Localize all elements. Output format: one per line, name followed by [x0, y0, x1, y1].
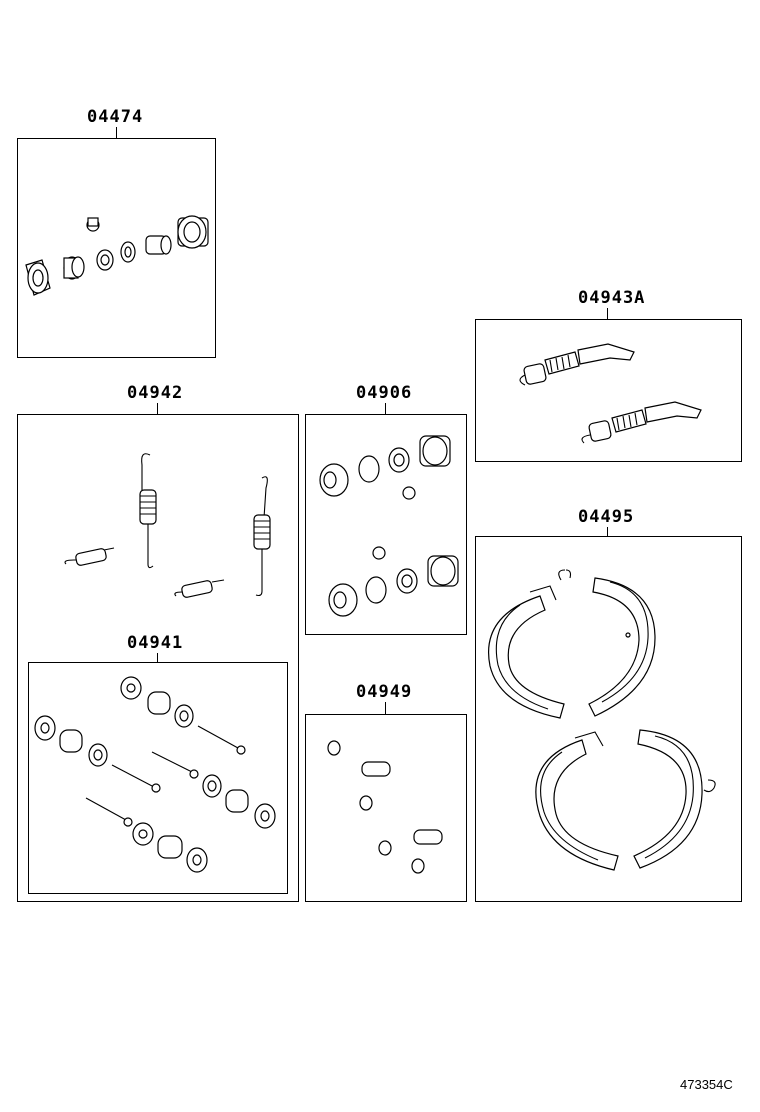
- leader-04474: [116, 127, 117, 138]
- hold-down-cup-icon: [120, 676, 246, 755]
- part-label-04943A[interactable]: 04943A: [578, 288, 646, 308]
- shoe-adjuster-icon: [581, 401, 702, 444]
- return-spring-icon: [253, 476, 271, 597]
- wheel-cylinder-cup-icon: [25, 259, 51, 296]
- wheel-cylinder-body-icon: [177, 215, 209, 249]
- part-label-04906[interactable]: 04906: [356, 383, 413, 403]
- wheel-cylinder-boot-icon: [145, 235, 172, 255]
- part-label-04942[interactable]: 04942: [127, 383, 184, 403]
- leader-04942: [157, 403, 158, 414]
- return-spring-icon: [139, 453, 157, 569]
- bleeder-plug-icon: [327, 740, 443, 874]
- kit-box-04474[interactable]: [17, 138, 216, 358]
- hold-down-cup-icon: [132, 822, 208, 873]
- cylinder-cup-icon: [328, 546, 459, 617]
- brake-shoe-icon: [633, 729, 716, 869]
- kit-box-04941[interactable]: [28, 662, 288, 894]
- leader-04941: [157, 653, 158, 662]
- wheel-cylinder-seal-icon: [96, 241, 136, 271]
- leader-04949: [385, 702, 386, 714]
- kit-box-04943A[interactable]: [475, 319, 742, 462]
- tension-spring-icon: [174, 579, 225, 598]
- cylinder-cup-icon: [319, 435, 451, 500]
- leader-04906: [385, 403, 386, 414]
- brake-shoe-icon: [588, 577, 656, 717]
- brake-shoe-icon: [535, 731, 619, 871]
- bleeder-cap-icon: [86, 217, 100, 232]
- kit-box-04495[interactable]: [475, 536, 742, 902]
- hold-down-spring-icon: [34, 715, 199, 793]
- brake-shoe-icon: [488, 569, 572, 719]
- kit-box-04906[interactable]: [305, 414, 467, 635]
- tension-spring-icon: [64, 547, 115, 566]
- part-label-04941[interactable]: 04941: [127, 633, 184, 653]
- hold-down-pin-icon: [85, 774, 276, 829]
- shoe-adjuster-icon: [519, 343, 635, 386]
- part-label-04495[interactable]: 04495: [578, 507, 635, 527]
- wheel-cylinder-piston-icon: [63, 256, 85, 280]
- kit-box-04942[interactable]: [17, 414, 299, 902]
- diagram-id: 473354C: [680, 1077, 733, 1092]
- leader-04943A: [607, 308, 608, 319]
- leader-04495: [607, 527, 608, 536]
- part-label-04474[interactable]: 04474: [87, 107, 144, 127]
- part-label-04949[interactable]: 04949: [356, 682, 413, 702]
- kit-box-04949[interactable]: [305, 714, 467, 902]
